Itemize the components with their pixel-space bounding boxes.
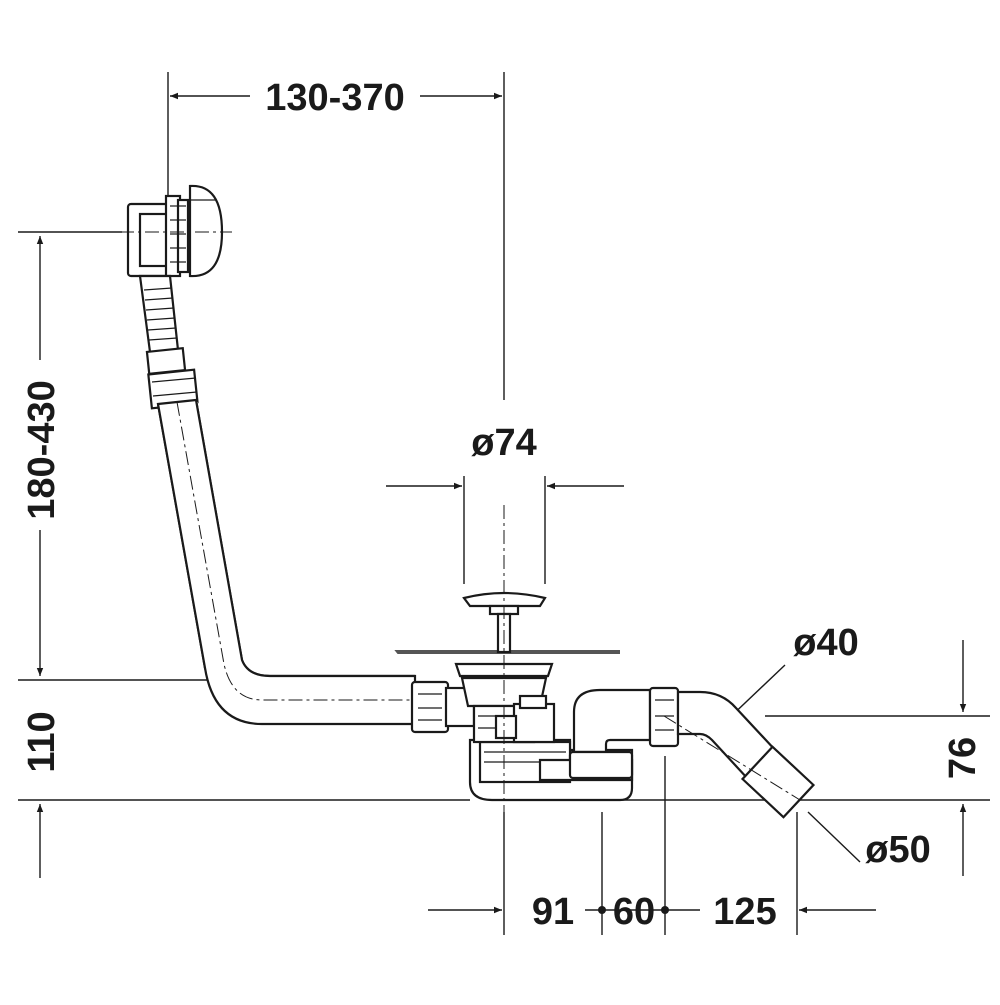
dimension-drain-diameter: ø74: [386, 422, 624, 584]
overflow-span-label: 130-370: [265, 77, 404, 119]
dimension-drain-height: 110: [18, 679, 470, 878]
drain-height-label: 110: [21, 711, 63, 772]
dimension-overflow-span: 130-370: [167, 72, 505, 400]
leader-outlet-diameter: ø50: [807, 811, 931, 871]
outlet-height-label: 76: [942, 737, 984, 779]
overflow-head: [120, 184, 232, 410]
overflow-pipe: [156, 398, 470, 726]
offset-b-label: 60: [613, 891, 655, 933]
overflow-height-label: 180-430: [21, 380, 63, 519]
outlet-elbow: [648, 686, 816, 819]
offset-c-label: 125: [713, 891, 776, 933]
siphon-body: [410, 662, 652, 802]
drain-diameter-label: ø74: [471, 422, 536, 464]
dimension-bottom-offsets: 91 60 125: [428, 756, 876, 935]
drain-plug: [462, 505, 547, 812]
leader-inlet-diameter: ø40: [724, 622, 859, 723]
inlet-diameter-label: ø40: [793, 622, 858, 664]
offset-a-label: 91: [532, 891, 574, 933]
dimension-overflow-height: 180-430: [18, 231, 122, 676]
outlet-diameter-label: ø50: [865, 829, 930, 871]
